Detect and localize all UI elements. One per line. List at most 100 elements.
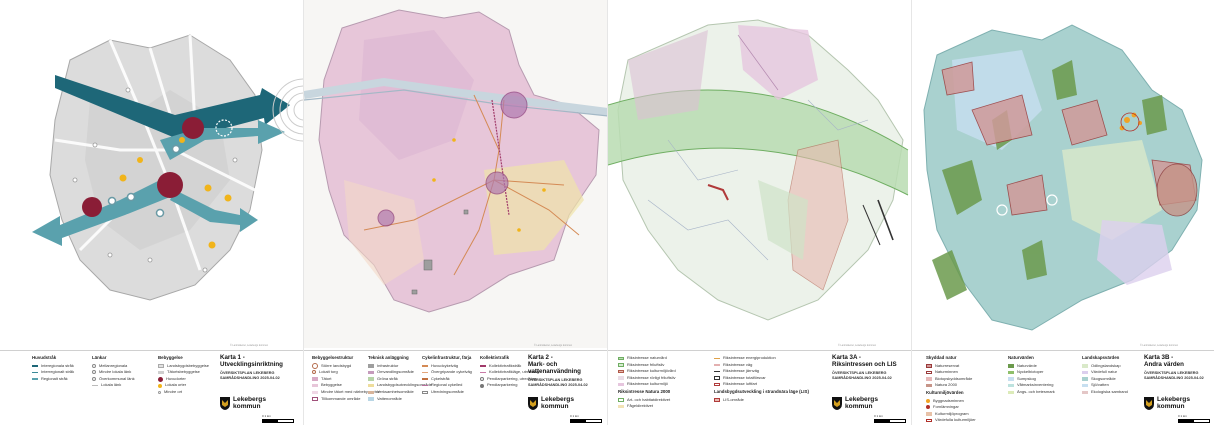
highway-line bbox=[304, 89, 607, 117]
regional-arrow-east bbox=[160, 120, 285, 160]
main-town-central[interactable] bbox=[157, 172, 183, 198]
map-title: Karta 3A - bbox=[832, 354, 861, 361]
local-points bbox=[432, 138, 546, 232]
map-title-block: Karta 1 - Utvecklingsinriktning ÖVERSIKT… bbox=[220, 354, 283, 381]
copyright-text: © Lantmäteriet, Lekebergs kommun bbox=[534, 344, 573, 347]
legend-item: Kulturmiljöprogram bbox=[926, 411, 976, 418]
legend-item: Mellanregionala bbox=[92, 363, 135, 370]
legend-item: Tätort bbox=[312, 376, 380, 383]
regional-arrow-west bbox=[32, 175, 175, 246]
legend-item: Värdefulla kulturmiljöer bbox=[926, 417, 976, 424]
legend-item: Ekologiska samband bbox=[1082, 389, 1128, 396]
legend-item: Övergripande cykelväg bbox=[422, 369, 472, 376]
legend-map-2: Bebyggelsestruktur Större landsbygd Loka… bbox=[304, 350, 607, 425]
legend-item: Riksintresse luftfart bbox=[714, 381, 809, 388]
map-title: Utvecklingsinriktning bbox=[220, 361, 283, 368]
legend-item: Naturvärde bbox=[1008, 363, 1055, 370]
green-corridor bbox=[608, 90, 908, 195]
road-links bbox=[54, 34, 256, 271]
legend-item: Tätortsbebyggelse bbox=[158, 369, 209, 376]
legend-item: Lokala orter bbox=[158, 382, 209, 389]
legend-group: Bebyggelsestruktur Större landsbygd Loka… bbox=[312, 355, 380, 401]
legend-item: Riksintresse väg bbox=[714, 362, 809, 369]
rail-interest bbox=[877, 199, 894, 241]
legend-item: Natura 2000 bbox=[926, 382, 976, 389]
coat-of-arms-icon bbox=[528, 397, 538, 411]
coat-of-arms-icon bbox=[832, 397, 842, 411]
town-central[interactable] bbox=[485, 171, 509, 195]
legend-item: Verksamhetsområde bbox=[368, 389, 432, 396]
rural-area bbox=[359, 30, 474, 160]
watercourses bbox=[647, 99, 869, 261]
corridor-edge bbox=[608, 147, 909, 196]
legend-item: Art- och habitatdirektivet bbox=[618, 397, 676, 404]
map-sheet-3: Riksintresse naturvård Riksintresse fril… bbox=[608, 0, 912, 425]
legend-item: Skogsområde bbox=[1082, 376, 1128, 383]
legend-heading: Länkar bbox=[92, 355, 107, 360]
map-canvas-development[interactable] bbox=[0, 0, 303, 348]
legend-item: Biotopskyddsområde bbox=[926, 376, 976, 383]
town-west[interactable] bbox=[377, 209, 395, 227]
map-title: Karta 1 - bbox=[220, 354, 245, 361]
legend-item: Sjö/vatten bbox=[1082, 382, 1128, 389]
map-canvas-landuse[interactable] bbox=[304, 0, 607, 348]
map-canvas-other-values[interactable] bbox=[912, 0, 1214, 348]
legend-item: Mindre tätort med närbebyggelse bbox=[312, 389, 380, 396]
future-town bbox=[215, 119, 233, 137]
cultivated-landscape bbox=[1062, 140, 1162, 240]
village-marker bbox=[996, 204, 1008, 216]
green-patch bbox=[758, 180, 808, 260]
legend-item: Lokalt torg bbox=[312, 369, 380, 376]
legend-group: Skyddad natur Naturreservat Naturminnen … bbox=[926, 355, 976, 424]
legend-item: Större landsbygd bbox=[312, 363, 380, 370]
legend-item: Riksintresse energiproduktion bbox=[714, 355, 809, 362]
copyright-text: © Lantmäteriet, Lekebergs kommun bbox=[230, 344, 269, 347]
copyright-text: © Lantmäteriet, Lekebergs kommun bbox=[1140, 344, 1179, 347]
legend-group: Teknisk anläggning Infrastruktur Omvandl… bbox=[368, 355, 432, 403]
town-north[interactable] bbox=[500, 91, 528, 119]
legend-item: Fornlämningar bbox=[926, 404, 976, 411]
legend-item: Naturminnen bbox=[926, 369, 976, 376]
large-reserve bbox=[1156, 163, 1198, 217]
map-canvas-national-interests[interactable] bbox=[608, 0, 911, 348]
legend-map-3: Riksintresse naturvård Riksintresse fril… bbox=[608, 350, 911, 425]
legend-item: Huvudcykelväg bbox=[422, 363, 472, 370]
map-title-block: Karta 3A - Riksintressen och LIS ÖVERSIK… bbox=[832, 354, 897, 381]
legend-group: Bebyggelse Landsbygdsbebyggelse Tätortsb… bbox=[158, 355, 209, 396]
technical-facilities bbox=[411, 209, 469, 295]
main-town-north[interactable] bbox=[182, 117, 204, 139]
main-town-west[interactable] bbox=[82, 197, 102, 217]
legend-item: Huvudorter bbox=[158, 376, 209, 383]
scale-bar bbox=[262, 419, 294, 423]
map-sheet-4: Skyddad natur Naturreservat Naturminnen … bbox=[912, 0, 1214, 425]
legend-item: Riksintresse totalförsvar bbox=[714, 375, 809, 382]
scale-label: 0 1 km bbox=[570, 414, 580, 418]
legend-item: Pendlarparkering bbox=[480, 382, 539, 389]
legend-item: Vattenområde bbox=[368, 396, 432, 403]
legend-item: Mindre lokala länk bbox=[92, 369, 135, 376]
legend-item: Regionalt stråk bbox=[32, 376, 74, 383]
legend-item: Interegionala stråk bbox=[32, 363, 74, 370]
legend-group: Kollektivtrafik Kollektivtrafikstråk Kol… bbox=[480, 355, 540, 389]
legend-group: Huvudstråk Interegionala stråk Interregi… bbox=[32, 355, 74, 382]
legend-heading: Huvudstråk bbox=[32, 355, 57, 360]
purple-interest-west bbox=[628, 30, 708, 120]
legend-item: Riksintresse kulturmiljö bbox=[618, 381, 676, 388]
legend-item: Landsbygdsutvecklingsområde bbox=[368, 382, 432, 389]
map-title: Karta 3B - bbox=[1144, 354, 1174, 361]
legend-item: Regional cykelled bbox=[422, 382, 472, 389]
local-towns bbox=[119, 137, 232, 249]
legend-item: Riksintresse friluftsliv bbox=[618, 362, 676, 369]
legend-item: Byggnadsminnen bbox=[926, 398, 976, 405]
map-title: Mark- och vattenanvändning bbox=[528, 361, 581, 375]
legend-item: Kollektivtrafikläge, utredning bbox=[480, 369, 539, 376]
scale-label: 0 1 km bbox=[262, 414, 272, 418]
legend-item: Riksintresse järnväg bbox=[714, 368, 809, 375]
scale-label: 0 1 km bbox=[874, 414, 884, 418]
legend-group: Riksintresse naturvård Riksintresse fril… bbox=[618, 355, 676, 409]
